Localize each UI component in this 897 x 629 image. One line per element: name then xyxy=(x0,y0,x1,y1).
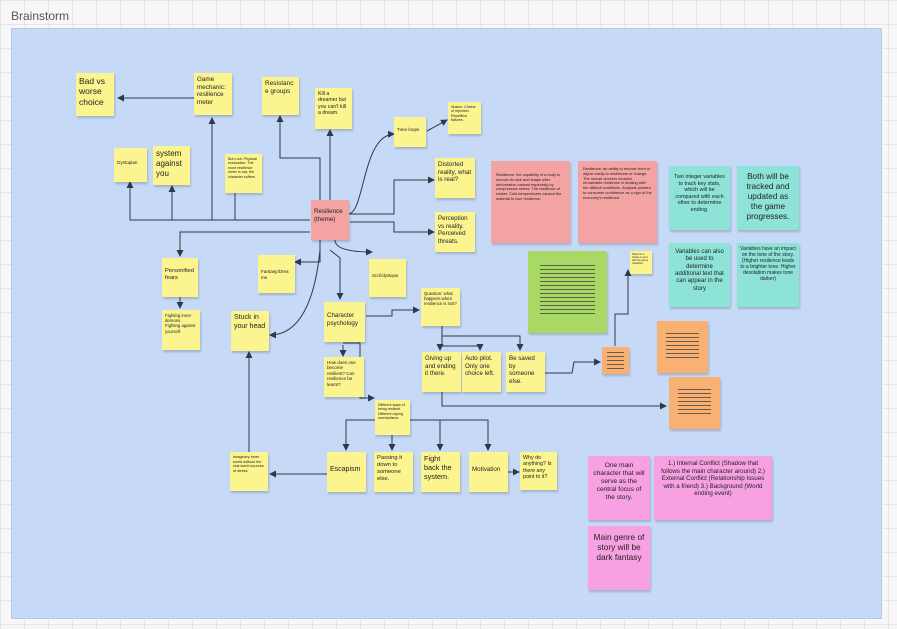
connector xyxy=(426,119,448,132)
note-place-for-choice[interactable]: Place for a choice to end with the game … xyxy=(630,251,652,274)
note-bad-vs-worse[interactable]: Bad vs worse choice xyxy=(76,73,114,116)
connector xyxy=(329,249,344,300)
note-passing-down[interactable]: Passing it down to someone else. xyxy=(374,452,413,492)
note-green-scribble[interactable] xyxy=(528,251,607,333)
note-resistance-groups[interactable]: Resistance groups xyxy=(262,77,299,115)
connector xyxy=(410,419,444,451)
note-personified-fears[interactable]: Personified fears xyxy=(162,258,198,297)
note-both-tracked[interactable]: Both will be tracked and updated as the … xyxy=(737,166,799,230)
note-how-resilient[interactable]: How does one become resilient? Can resil… xyxy=(324,357,364,397)
note-resilience-definition-2[interactable]: Resilience: an ability to recover from o… xyxy=(578,161,657,243)
note-conflicts[interactable]: 1.) Internal Conflict (Shadow that follo… xyxy=(654,456,772,520)
note-variables-tone[interactable]: Variables have an impact on the tone of … xyxy=(737,243,799,307)
connector xyxy=(410,419,492,451)
note-main-character[interactable]: One main character that will serve as th… xyxy=(588,456,650,520)
note-fighting-demons[interactable]: Fighting inner demons. Fighting against … xyxy=(162,310,200,350)
note-burn-out[interactable]: Burn out. Physical exhaustion. The more … xyxy=(225,154,262,193)
connector xyxy=(334,239,373,256)
note-fantasy-dreams[interactable]: Fantasy/Dreams xyxy=(258,255,295,293)
note-fight-back[interactable]: Fight back the system. xyxy=(421,452,460,492)
note-two-integer-variables[interactable]: Two integer variables to track key stats… xyxy=(669,166,730,230)
board-title: Brainstorm xyxy=(11,9,70,23)
note-distorted-reality[interactable]: Distorted reality, what is real? xyxy=(435,158,475,198)
note-perception[interactable]: Perception vs reality. Perceived threats… xyxy=(435,212,475,252)
note-stuck-in-head[interactable]: Stuck in your head xyxy=(231,311,269,351)
note-sci-fi-dystopia[interactable]: Sci-fi/dystopia xyxy=(369,259,406,297)
note-question-resilience[interactable]: Question: what happens when resilience i… xyxy=(421,288,460,326)
note-kill-dreamer[interactable]: Kill a dreamer but you can't kill a drea… xyxy=(315,88,352,129)
note-resilience-definition-1[interactable]: Resilience: the capability of a body to … xyxy=(491,161,570,243)
connector xyxy=(442,335,524,351)
connector xyxy=(347,130,395,215)
connector xyxy=(614,269,632,346)
note-resilience-theme[interactable]: Resilience (theme) xyxy=(311,200,349,240)
note-orange-2[interactable] xyxy=(669,377,720,429)
connector xyxy=(276,115,321,200)
note-be-saved[interactable]: Be saved by someone else. xyxy=(506,352,545,392)
connector xyxy=(441,392,667,410)
note-imaginary-world[interactable]: Imaginary inner world without the real w… xyxy=(230,452,268,491)
note-illusion[interactable]: Illusion: Chains of rejection. Repetitiv… xyxy=(448,102,481,134)
note-giving-up[interactable]: Giving up and ending it there. xyxy=(422,352,461,392)
note-motivation[interactable]: Motivation xyxy=(469,452,508,492)
connector xyxy=(436,326,444,351)
note-dystopian[interactable]: Dystopian xyxy=(114,148,147,182)
note-orange-small[interactable] xyxy=(602,347,629,374)
note-auto-pilot[interactable]: Auto pilot. Only one choice left. xyxy=(462,352,501,392)
note-different-ways[interactable]: Different ways of being resilient. Diffe… xyxy=(375,400,410,435)
connector xyxy=(545,358,601,374)
note-system-against-you[interactable]: system against you xyxy=(153,146,190,185)
note-why-do-anything[interactable]: Why do anything? Is there any point to i… xyxy=(520,452,557,490)
note-variables-text[interactable]: Variables can also be used to determine … xyxy=(669,243,730,307)
connector xyxy=(350,176,435,215)
connector xyxy=(342,419,375,451)
note-orange-1[interactable] xyxy=(657,321,708,373)
note-escapism[interactable]: Escapism xyxy=(327,452,366,492)
note-time-loops[interactable]: Time loops xyxy=(394,117,426,147)
connector xyxy=(442,344,484,351)
connector xyxy=(176,231,310,257)
connector xyxy=(126,181,310,221)
connector xyxy=(269,249,321,339)
note-character-psychology[interactable]: Character psychology xyxy=(324,302,365,342)
connector xyxy=(294,240,321,266)
note-game-mechanic[interactable]: Game mechanic: resilience meter xyxy=(194,73,232,115)
note-main-genre[interactable]: Main genre of story will be dark fantasy xyxy=(588,526,650,590)
connector xyxy=(350,221,435,236)
connector xyxy=(366,306,420,317)
